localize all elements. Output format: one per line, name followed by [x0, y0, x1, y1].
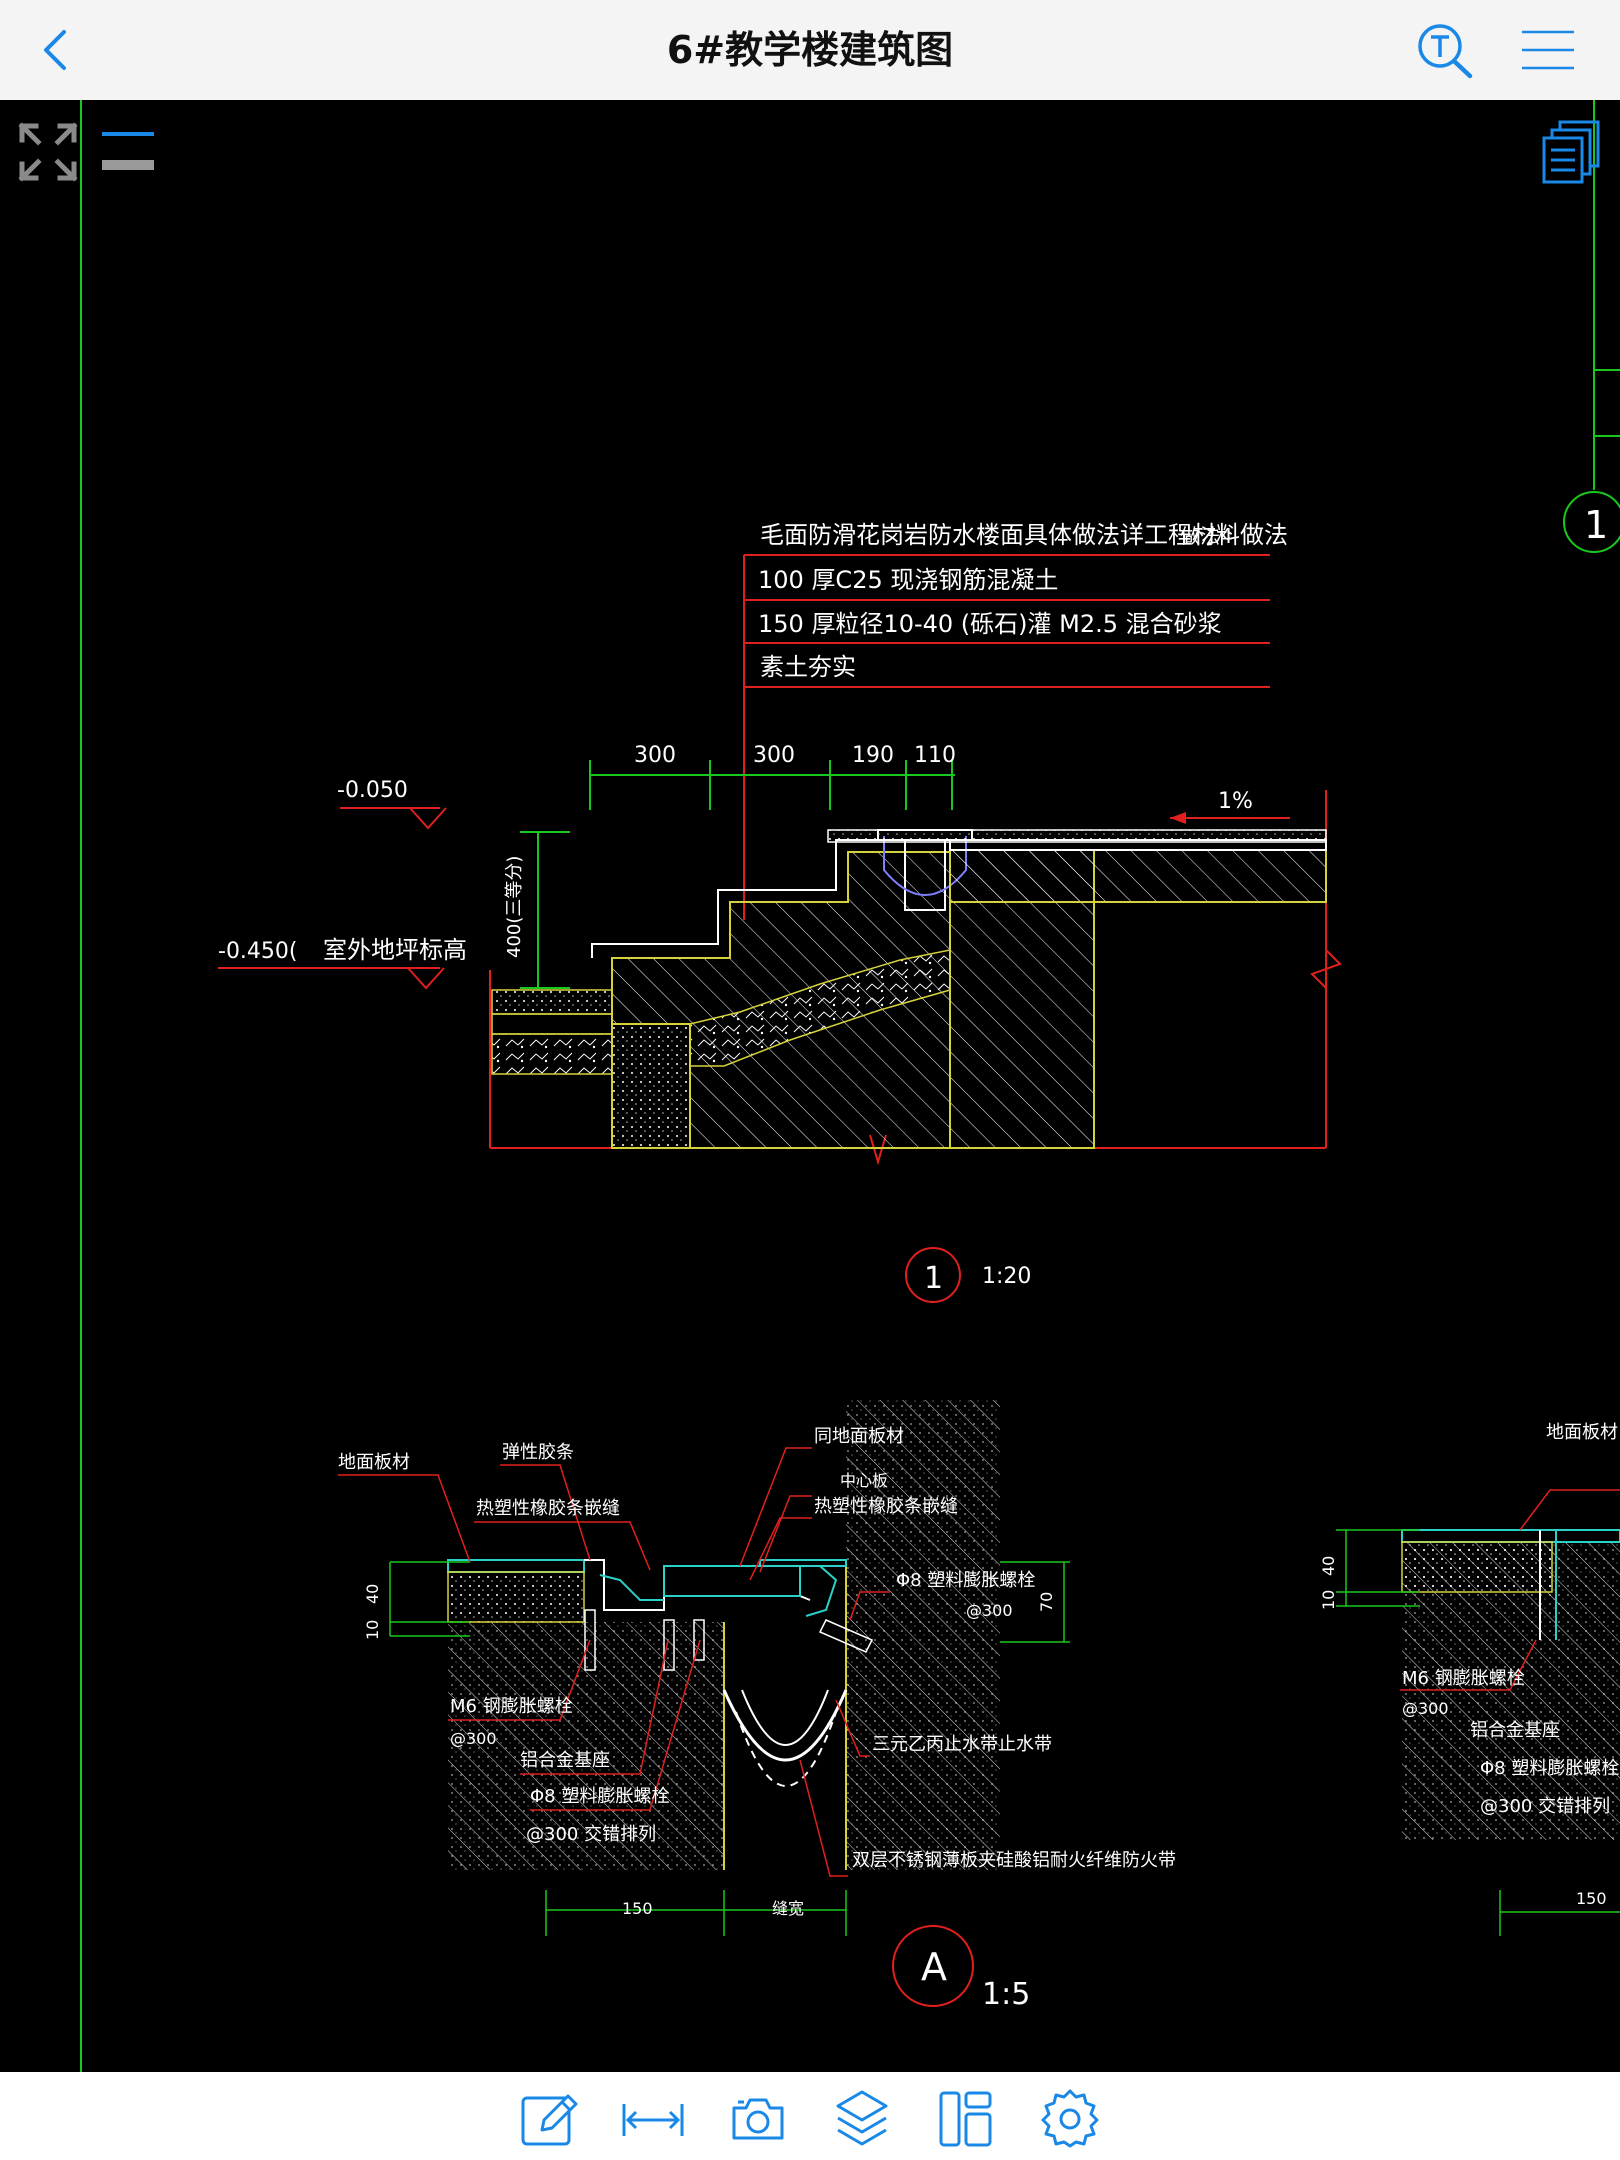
panel-toggle-icon[interactable] — [100, 126, 156, 176]
label-plastic-bolt-2: Φ8 塑料膨胀螺栓 — [530, 1786, 669, 1807]
detail-a-dim-150: 150 — [622, 1899, 653, 1918]
document-title: 6#教学楼建筑图 — [666, 28, 954, 72]
label-plastic-bolt-1: Φ8 塑料膨胀螺栓 — [896, 1570, 1035, 1591]
slope-label: 1% — [1218, 789, 1253, 814]
label-m6-bolt: M6 钢膨胀螺栓 — [450, 1696, 573, 1717]
drawing-canvas[interactable]: 1 毛面防滑花岗岩防水楼面具体做法详工程材料做法 做法4 100 厚C25 现浇… — [0, 100, 1620, 2072]
height-label: 400(三等分) — [504, 856, 525, 958]
text-search-icon[interactable] — [1414, 20, 1478, 82]
elev-top: -0.050 — [337, 778, 408, 803]
label-at300-2: @300 — [450, 1729, 497, 1748]
cad-drawing: 1 毛面防滑花岗岩防水楼面具体做法详工程材料做法 做法4 100 厚C25 现浇… — [80, 100, 1620, 2072]
annotate-pencil-icon[interactable] — [520, 2090, 580, 2150]
detail-b-dim-150: 150 — [1576, 1889, 1607, 1908]
dim-110: 110 — [914, 743, 956, 768]
detail-a-expansion-joint: 40 10 70 150 缝宽 — [338, 1400, 1176, 1936]
section1-stair-section — [489, 790, 1342, 1166]
hamburger-menu-icon[interactable] — [1520, 28, 1576, 72]
detail-a-dim-40: 40 — [363, 1584, 382, 1604]
layout-panels-icon[interactable] — [938, 2090, 994, 2148]
layouts-stack-icon[interactable] — [1542, 118, 1604, 184]
top-navigation-bar: 6#教学楼建筑图 — [0, 0, 1620, 101]
detail-b-alu-base: 铝合金基座 — [1470, 1720, 1560, 1741]
detail-a-dim-gap: 缝宽 — [772, 1899, 804, 1918]
note-line-3: 150 厚粒径10-40 (砾石)灌 M2.5 混合砂浆 — [758, 610, 1222, 638]
detail-b-m6-bolt: M6 钢膨胀螺栓 — [1402, 1668, 1525, 1689]
detail-b-staggered: @300 交错排列 — [1480, 1796, 1610, 1817]
bottom-toolbar — [0, 2072, 1620, 2160]
detail-letter-a: A — [921, 1945, 947, 1989]
note-line-4: 素土夯实 — [760, 653, 856, 681]
dim-300-a: 300 — [634, 743, 676, 768]
right-section-marker: 1 — [1584, 503, 1608, 547]
section1-dimensions: 300 300 190 110 1% -0.050 -0.450( 室外地坪标高… — [218, 743, 1290, 990]
dim-190: 190 — [852, 743, 894, 768]
detail-b-partial: 40 10 150 地面板材 M6 钢膨胀螺栓 @300 铝合金基座 Φ8 塑料… — [1319, 1422, 1620, 1936]
detail-b-dim-40: 40 — [1319, 1556, 1338, 1576]
label-same-floor: 同地面板材 — [814, 1426, 904, 1447]
label-thermoplastic-1: 热塑性橡胶条嵌缝 — [476, 1498, 620, 1519]
label-fire-band: 双层不锈钢薄板夹硅酸铝耐火纤维防火带 — [852, 1850, 1176, 1871]
camera-icon[interactable] — [730, 2094, 786, 2144]
layers-icon[interactable] — [834, 2088, 890, 2148]
detail-b-at300: @300 — [1402, 1699, 1449, 1718]
detail-number-1: 1 — [924, 1261, 943, 1296]
settings-gear-icon[interactable] — [1040, 2088, 1100, 2148]
note-line-1: 毛面防滑花岗岩防水楼面具体做法详工程材料做法 — [760, 521, 1288, 549]
elev-ground: -0.450( — [218, 939, 298, 964]
scale-1-20: 1:20 — [982, 1264, 1031, 1289]
elev-ground-label: 室外地坪标高 — [323, 936, 467, 964]
detail-b-plastic-bolt: Φ8 塑料膨胀螺栓 — [1480, 1758, 1619, 1779]
detail-a-dim-70: 70 — [1037, 1592, 1056, 1612]
back-chevron-icon[interactable] — [38, 26, 74, 74]
label-elastic-strip: 弹性胶条 — [502, 1442, 574, 1463]
expand-arrows-icon[interactable] — [16, 120, 80, 184]
label-thermoplastic-2: 热塑性橡胶条嵌缝 — [814, 1496, 958, 1517]
detail-a-dim-10: 10 — [363, 1620, 382, 1640]
label-center-plate: 中心板 — [840, 1471, 888, 1490]
note-line-1-tail: 做法4 — [1180, 524, 1233, 548]
measure-icon[interactable] — [620, 2098, 686, 2142]
label-waterstop: 三元乙丙止水带止水带 — [872, 1734, 1052, 1755]
note-line-2: 100 厚C25 现浇钢筋混凝土 — [758, 566, 1058, 594]
dim-300-b: 300 — [753, 743, 795, 768]
section1-notes: 毛面防滑花岗岩防水楼面具体做法详工程材料做法 做法4 100 厚C25 现浇钢筋… — [743, 521, 1288, 920]
scale-1-5: 1:5 — [982, 1977, 1030, 2012]
label-at300-1: @300 — [966, 1601, 1013, 1620]
detail-b-dim-10: 10 — [1319, 1590, 1338, 1610]
detail-b-floor-board: 地面板材 — [1546, 1422, 1618, 1443]
label-alu-base: 铝合金基座 — [520, 1750, 610, 1771]
label-staggered: @300 交错排列 — [526, 1824, 656, 1845]
label-floor-board: 地面板材 — [338, 1452, 410, 1473]
